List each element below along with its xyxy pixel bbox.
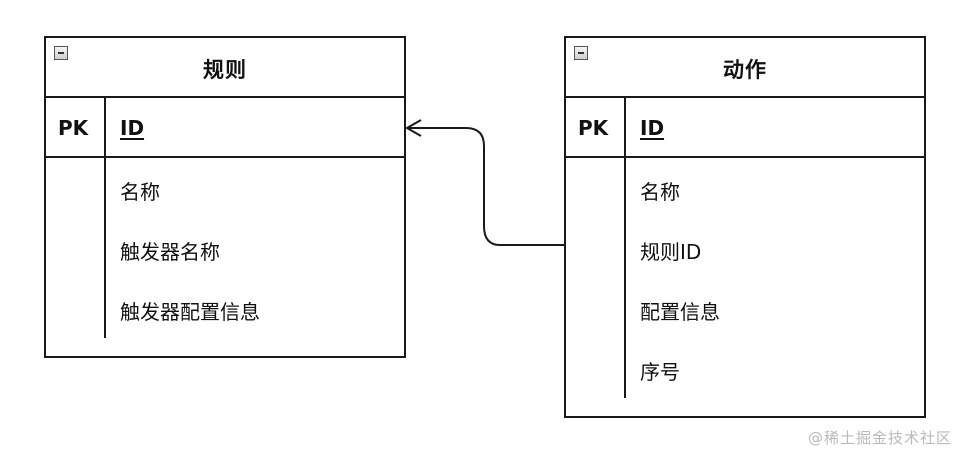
collapse-icon[interactable] xyxy=(54,46,68,60)
collapse-icon[interactable] xyxy=(574,46,588,60)
connector-line xyxy=(409,127,564,246)
entity-rule-header: 规则 xyxy=(46,38,404,98)
field-trigger-name: 触发器名称 xyxy=(120,240,220,264)
pk-label: PK xyxy=(578,116,609,140)
entity-action-header: 动作 xyxy=(566,38,924,98)
pk-label: PK xyxy=(58,116,89,140)
pk-field-id: ID xyxy=(640,116,665,140)
field-name: 名称 xyxy=(120,180,160,204)
field-rule-id: 规则ID xyxy=(640,240,702,264)
entity-action[interactable]: 动作 PK ID 名称 规则ID 配置信息 序号 xyxy=(564,36,926,418)
watermark: @稀土掘金技术社区 xyxy=(807,429,952,447)
field-trigger-config: 触发器配置信息 xyxy=(120,300,260,324)
field-sequence: 序号 xyxy=(640,360,680,384)
entity-action-title: 动作 xyxy=(723,58,767,82)
entity-rule-pk-row: PK ID xyxy=(46,98,404,158)
column-divider xyxy=(104,98,106,338)
entity-rule-title: 规则 xyxy=(203,58,247,82)
entity-action-pk-row: PK ID xyxy=(566,98,924,158)
pk-field-id: ID xyxy=(120,116,145,140)
arrow-head-icon xyxy=(406,119,422,137)
field-name: 名称 xyxy=(640,180,680,204)
field-config: 配置信息 xyxy=(640,300,720,324)
entity-rule[interactable]: 规则 PK ID 名称 触发器名称 触发器配置信息 xyxy=(44,36,406,358)
column-divider xyxy=(624,98,626,398)
